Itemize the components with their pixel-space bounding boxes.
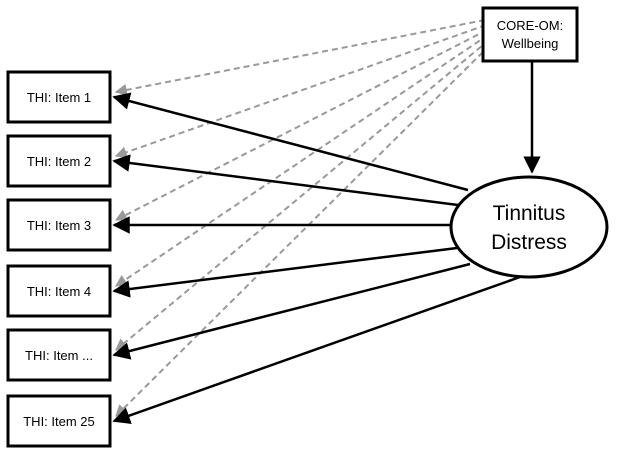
solid-edge-item-1 — [112, 92, 469, 192]
item-label: THI: Item 25 — [23, 414, 95, 429]
item-box — [6, 328, 112, 382]
item-node-item-1: THI: Item 1 — [6, 70, 112, 124]
solid-edge-item-25 — [112, 275, 521, 424]
item-node-item-25: THI: Item 25 — [6, 394, 112, 448]
latent-node: Tinnitus Distress — [449, 175, 609, 279]
solid-edge-item-2 — [112, 154, 459, 207]
item-box — [6, 198, 112, 252]
latent-to-item-edges — [112, 92, 521, 424]
covariate-node: CORE-OM: Wellbeing — [481, 6, 579, 63]
solid-edge-item-4 — [112, 246, 458, 298]
covariate-label-line2: Wellbeing — [502, 36, 559, 51]
item-label: THI: Item ... — [25, 348, 93, 363]
dashed-edge-item-4 — [115, 34, 489, 287]
item-node-item-4: THI: Item 4 — [6, 264, 112, 318]
item-label: THI: Item 2 — [27, 154, 91, 169]
item-box — [6, 70, 112, 124]
dashed-edge-item-more — [115, 39, 490, 351]
item-node-item-more: THI: Item ... — [6, 328, 112, 382]
item-node-item-3: THI: Item 3 — [6, 198, 112, 252]
item-label: THI: Item 4 — [27, 284, 91, 299]
dashed-edge-item-1 — [114, 19, 486, 96]
solid-edge-item-more — [112, 262, 471, 360]
dashed-edge-item-2 — [114, 24, 487, 159]
item-box — [6, 134, 112, 188]
covariate-to-item-edges — [114, 19, 491, 417]
dashed-edge-item-25 — [115, 44, 491, 417]
dashed-edge-item-3 — [114, 29, 488, 221]
latent-label-line1: Tinnitus — [493, 202, 566, 225]
item-box — [6, 394, 112, 448]
item-nodes: THI: Item 1 THI: Item 2 THI: Item 3 THI: It… — [6, 70, 112, 448]
covariate-label-line1: CORE-OM: — [497, 18, 563, 33]
item-box — [6, 264, 112, 318]
latent-label-line2: Distress — [491, 231, 567, 254]
item-label: THI: Item 3 — [27, 218, 91, 233]
item-node-item-2: THI: Item 2 — [6, 134, 112, 188]
item-label: THI: Item 1 — [27, 90, 91, 105]
